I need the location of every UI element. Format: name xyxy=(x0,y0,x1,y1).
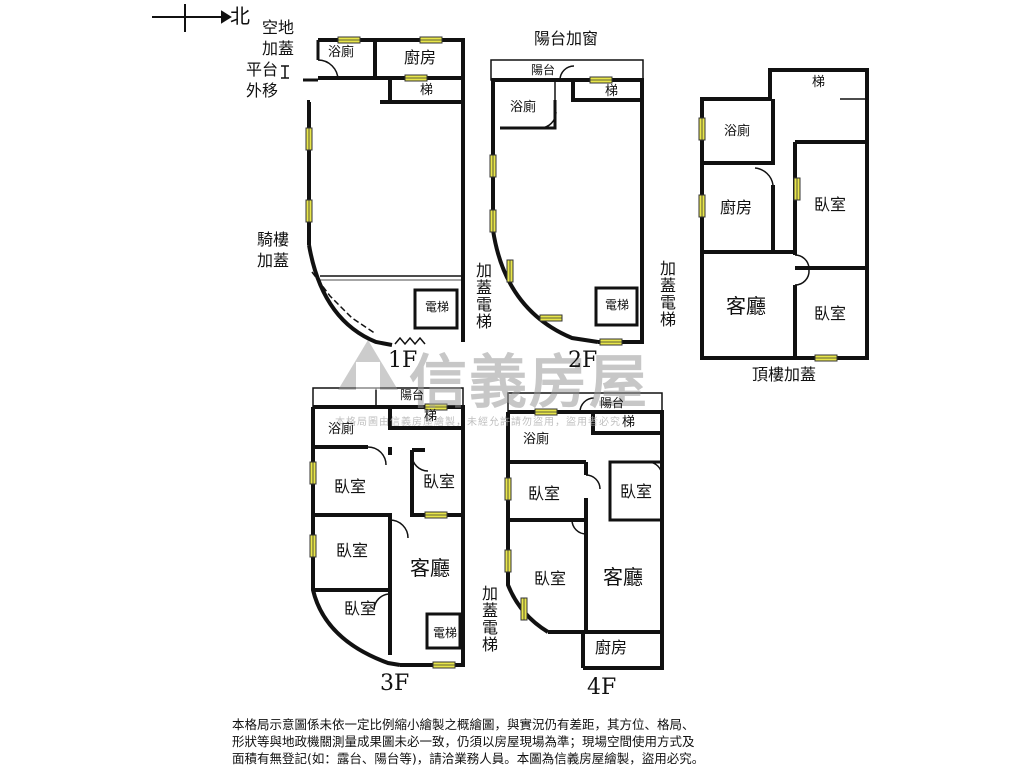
roof-bedroom-1-label: 臥室 xyxy=(814,195,847,214)
disclaimer-line-1: 本格局示意圖係未依一定比例縮小繪製之概繪圖，與實況仍有差距，其方位、格局、 xyxy=(232,717,695,732)
2f-note-balcony-window: 陽台加窗 xyxy=(534,29,599,48)
1f-note-arcade-2: 加蓋 xyxy=(257,251,290,270)
disclaimer-line-2: 形狀等與地政機關測量成果圖未必一致，仍須以房屋現場為準；現場空間使用方式及 xyxy=(232,734,695,749)
compass-north-label: 北 xyxy=(230,4,250,28)
3f-bedroom-2-label: 臥室 xyxy=(423,472,456,491)
compass-arrow xyxy=(152,4,232,32)
1f-note-ext-1: 空地 xyxy=(262,18,295,37)
disclaimer-line-3: 面積有無登記(如：露台、陽台等)，請洽業務人員。本圖為信義房屋繪製，盜用必究。 xyxy=(232,751,705,766)
1f-bath-label: 浴廁 xyxy=(328,45,355,60)
floor-1f-plan xyxy=(303,38,465,347)
2f-note-elevator: 加蓋電梯 xyxy=(657,260,676,328)
roof-kitchen-label: 廚房 xyxy=(720,198,753,217)
3f-bedroom-4-label: 臥室 xyxy=(344,599,377,618)
roof-bedroom-2-label: 臥室 xyxy=(814,304,847,323)
1f-note-ext-3: 平台 xyxy=(246,60,279,79)
watermark-notice: 本格局圖由信義房屋繪製，未經允許請勿盜用，盜用者必究 xyxy=(335,417,621,428)
4f-kitchen-label: 廚房 xyxy=(595,638,628,657)
4f-living-label: 客廳 xyxy=(603,565,643,589)
4f-bath-label: 浴廁 xyxy=(523,432,550,447)
1f-stair-label: 梯 xyxy=(420,83,434,98)
3f-stair-label: 梯 xyxy=(424,409,438,424)
2f-bath-label: 浴廁 xyxy=(510,100,537,115)
1f-elevator-label: 電梯 xyxy=(425,300,450,314)
1f-note-arcade-1: 騎樓 xyxy=(257,230,290,249)
3f-bath-label: 浴廁 xyxy=(328,422,355,437)
1f-note-ext-2: 加蓋 xyxy=(262,39,295,58)
roof-living-label: 客廳 xyxy=(726,294,766,318)
1f-kitchen-label: 廚房 xyxy=(404,48,437,67)
4f-floor-title: 4F xyxy=(587,675,617,700)
3f-bedroom-3-label: 臥室 xyxy=(336,541,369,560)
3f-floor-title: 3F xyxy=(380,671,410,696)
4f-bedroom-3-label: 臥室 xyxy=(534,569,567,588)
roof-stair-label: 梯 xyxy=(812,75,826,90)
2f-elevator-label: 電梯 xyxy=(605,298,630,312)
roof-floor-title: 頂樓加蓋 xyxy=(752,365,817,384)
3f-note-elevator: 加蓋電梯 xyxy=(479,585,498,653)
disclaimer: 本格局示意圖係未依一定比例縮小繪製之概繪圖，與實況仍有差距，其方位、格局、 形狀… xyxy=(232,716,792,767)
watermark-logo-icon xyxy=(338,340,398,390)
4f-bedroom-1-label: 臥室 xyxy=(528,484,561,503)
watermark: 信義房屋 xyxy=(335,335,649,419)
4f-bedroom-2-label: 臥室 xyxy=(620,482,653,501)
1f-floor-title: 1F xyxy=(388,348,418,373)
3f-balcony-label: 陽台 xyxy=(400,388,425,402)
4f-balcony-label: 陽台 xyxy=(600,396,625,410)
roof-bath-label: 浴廁 xyxy=(724,124,751,139)
floor-4f-plan xyxy=(506,410,664,670)
3f-elevator-label: 電梯 xyxy=(433,626,458,640)
floor-roof-details xyxy=(754,98,867,286)
2f-stair-label: 梯 xyxy=(605,84,619,99)
1f-note-ext-4: 外移 xyxy=(246,81,279,100)
floor-4f-details xyxy=(507,392,663,633)
floor-1f-details xyxy=(281,59,463,346)
floor-roof-windows xyxy=(698,117,838,362)
2f-floor-title: 2F xyxy=(568,348,598,373)
3f-living-label: 客廳 xyxy=(410,556,450,580)
1f-note-elevator: 加蓋電梯 xyxy=(473,262,492,330)
2f-balcony-label: 陽台 xyxy=(531,63,556,77)
floor-2f-details xyxy=(490,59,644,129)
3f-bedroom-1-label: 臥室 xyxy=(334,477,367,496)
watermark-brand: 信義房屋 xyxy=(409,348,650,416)
4f-stair-label: 梯 xyxy=(622,415,636,430)
